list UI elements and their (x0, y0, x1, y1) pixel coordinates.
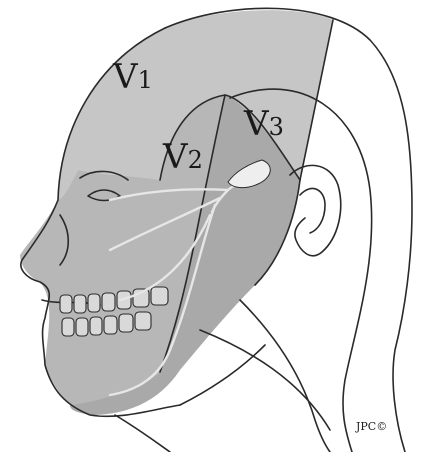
tooth (151, 287, 168, 305)
tooth (104, 316, 117, 334)
label-v1-main: V (113, 57, 138, 97)
tooth (74, 295, 86, 313)
label-v3-main: V (244, 104, 269, 144)
tooth (60, 295, 72, 313)
tooth (135, 312, 151, 330)
label-v1: V1 (113, 60, 153, 94)
ear-inner (300, 188, 325, 233)
neck-front (115, 415, 170, 452)
tooth (62, 318, 74, 336)
tooth (102, 293, 115, 311)
tooth (88, 294, 100, 312)
label-v3-sub: 3 (269, 113, 284, 141)
copyright-credit: JPC© (356, 420, 387, 433)
label-v2-main: V (163, 137, 188, 177)
label-v2: V2 (163, 140, 203, 174)
label-v2-sub: 2 (188, 146, 203, 174)
tooth (119, 314, 133, 332)
label-v3: V3 (244, 107, 284, 141)
contour-line-2 (240, 300, 330, 452)
tooth (90, 317, 102, 335)
label-v1-sub: 1 (138, 66, 153, 94)
tooth (76, 318, 88, 336)
